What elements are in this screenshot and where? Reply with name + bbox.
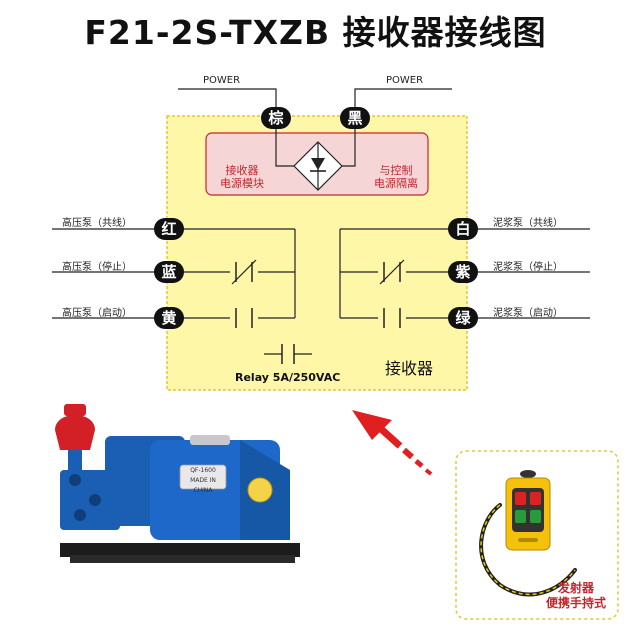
- power-line-left: [178, 88, 277, 108]
- power-module-left-text: 接收器 电源模块: [220, 164, 264, 190]
- power-line-right: [354, 88, 452, 108]
- page-title: F21-2S-TXZB 接收器接线图: [84, 13, 547, 52]
- left-label-start: 高压泵（启动）: [62, 308, 132, 319]
- signal-arrow-icon: [352, 410, 433, 476]
- transmitter-label: 发射器 便携手持式: [545, 581, 606, 610]
- wire-tag-brown: 棕: [261, 107, 291, 129]
- contact-no-left: [235, 308, 253, 328]
- left-label-stop: 高压泵（停止）: [62, 262, 132, 273]
- contact-nc-left: [231, 259, 257, 285]
- wire-tag-red: 红: [154, 218, 184, 240]
- contact-nc-right: [379, 259, 405, 285]
- wire-tag-blue: 蓝: [154, 261, 184, 283]
- power-label-left: POWER: [203, 75, 241, 86]
- black-wire: [341, 128, 356, 167]
- remote-control-icon: [479, 470, 577, 597]
- brown-wire: [275, 128, 295, 167]
- rectifier-icon: [293, 141, 343, 191]
- mud-pump-icon: [55, 404, 300, 563]
- power-label-right: POWER: [386, 75, 424, 86]
- right-label-stop: 泥浆泵（停止）: [493, 262, 563, 273]
- relay-symbol: [264, 344, 312, 364]
- left-label-common: 高压泵（共线）: [62, 218, 132, 229]
- power-module-right-text: 与控制 电源隔离: [374, 164, 418, 190]
- relay-label: Relay 5A/250VAC: [235, 371, 341, 384]
- right-label-common: 泥浆泵（共线）: [493, 218, 563, 229]
- wire-tag-white: 白: [448, 218, 478, 240]
- pump-nameplate: QF-1600 MADE IN CHINA: [190, 467, 216, 494]
- wire-tag-green: 绿: [448, 307, 478, 329]
- right-label-start: 泥浆泵（启动）: [493, 308, 563, 319]
- wire-tag-black: 黑: [340, 107, 370, 129]
- wire-tag-purple: 紫: [448, 261, 478, 283]
- wire-tag-yellow: 黄: [154, 307, 184, 329]
- receiver-label: 接收器: [385, 359, 434, 378]
- contact-no-right: [383, 308, 401, 328]
